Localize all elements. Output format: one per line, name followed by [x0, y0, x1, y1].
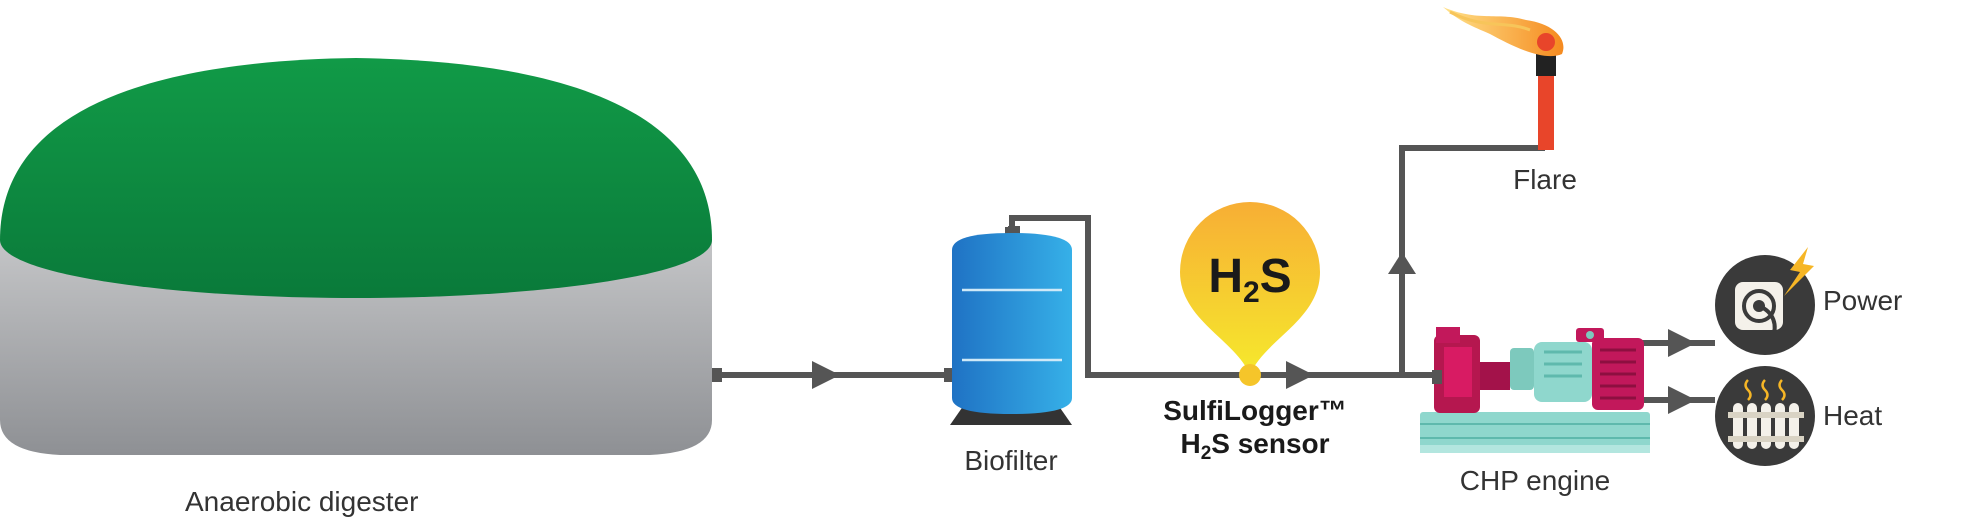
flow-arrow-icon: [1668, 386, 1696, 414]
sensor-label-line1: SulfiLogger™: [1163, 395, 1347, 426]
flow-arrow-icon: [1388, 252, 1416, 274]
heat-output: [1715, 366, 1815, 466]
heat-label: Heat: [1823, 400, 1882, 431]
digester-label: Anaerobic digester: [185, 486, 418, 517]
radiator-icon: [1728, 403, 1804, 449]
power-output: [1715, 247, 1815, 355]
anaerobic-digester: [0, 58, 712, 455]
flow-arrow-icon: [812, 361, 840, 389]
flare-label: Flare: [1513, 164, 1577, 195]
lightning-icon: [1784, 247, 1814, 296]
flare-stack: [1443, 7, 1564, 150]
sensor-label-line2: H2S sensor: [1180, 428, 1329, 464]
flow-arrow-icon: [1668, 329, 1696, 357]
chp-label: CHP engine: [1460, 465, 1610, 496]
h2s-sensor-badge: H2S: [1180, 202, 1320, 386]
chp-engine: [1420, 327, 1650, 453]
biofilter-label: Biofilter: [964, 445, 1057, 476]
flame-icon: [1443, 7, 1564, 57]
power-label: Power: [1823, 285, 1902, 316]
flow-arrow-icon: [1286, 361, 1314, 389]
biofilter: [950, 226, 1072, 425]
badge-text: H2S: [1208, 250, 1291, 309]
